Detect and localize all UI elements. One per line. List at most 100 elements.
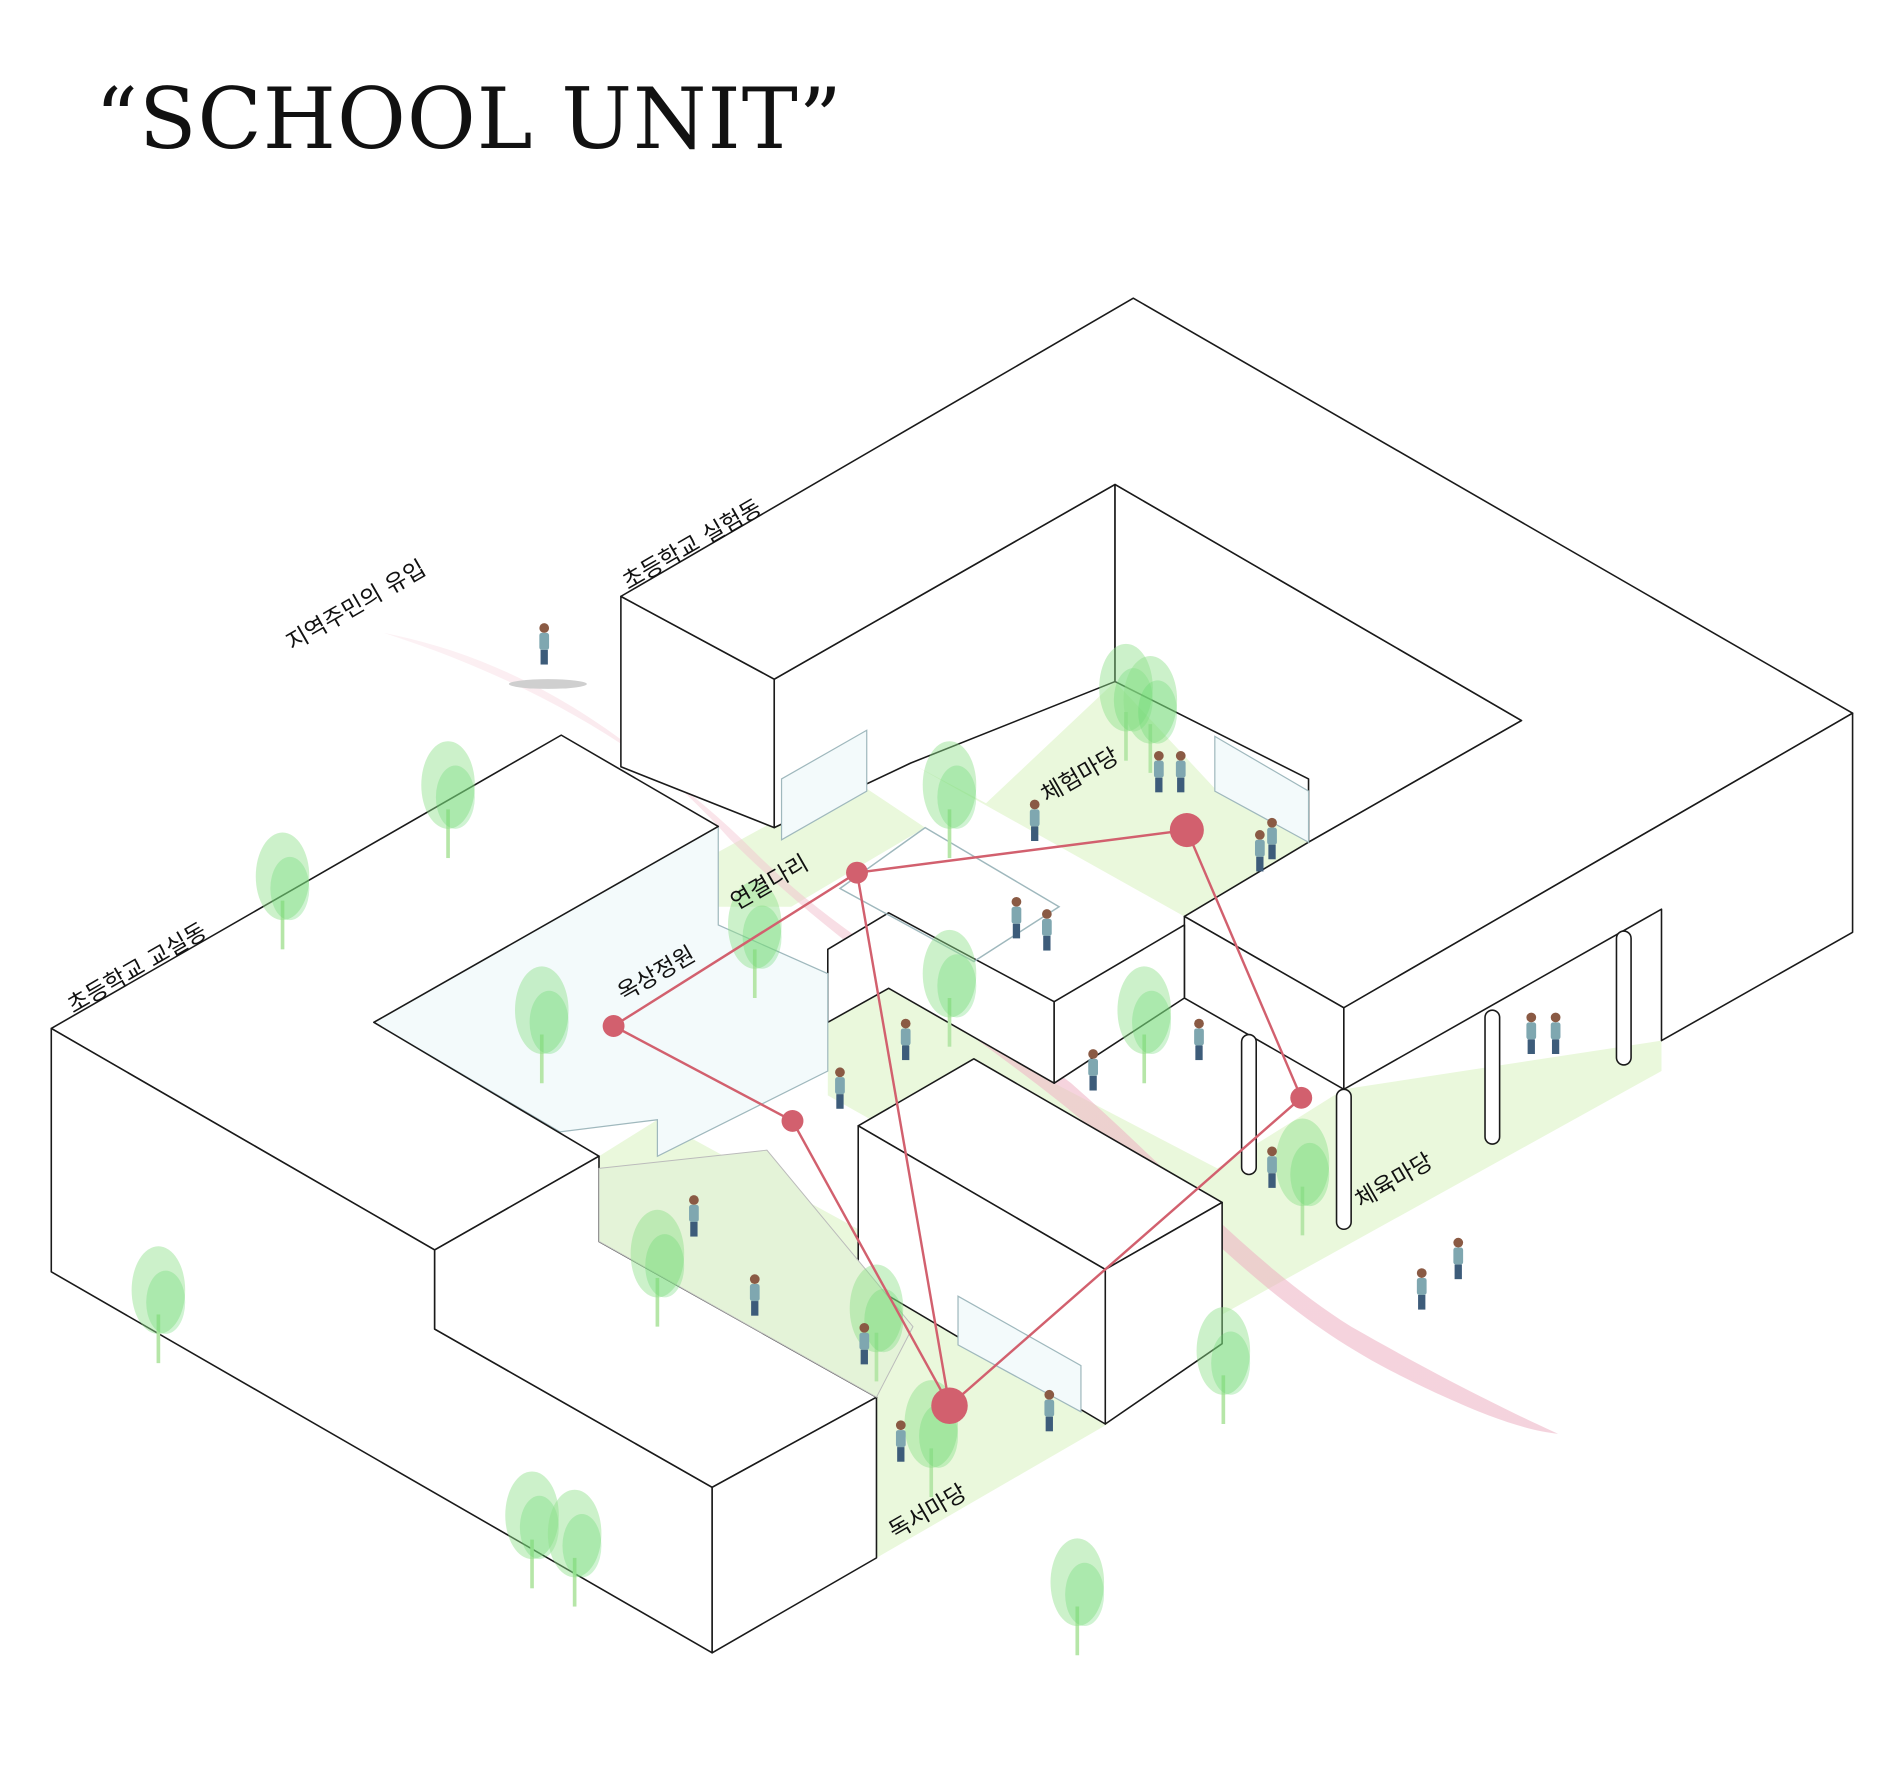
tree-icon xyxy=(255,832,310,950)
person-head xyxy=(1011,896,1022,907)
tree-canopy xyxy=(1132,990,1172,1055)
experience-yard-floor xyxy=(910,681,1309,917)
person-icon xyxy=(539,623,550,665)
tree-icon xyxy=(630,1209,685,1327)
person-legs xyxy=(1454,1264,1462,1280)
person-icon xyxy=(749,1274,760,1316)
tree-canopy xyxy=(742,905,782,969)
person-body xyxy=(1254,839,1265,857)
person-legs xyxy=(1418,1294,1426,1310)
person-legs xyxy=(1268,1173,1276,1188)
person-legs xyxy=(1045,1416,1053,1432)
person-icon xyxy=(859,1322,870,1365)
person-legs xyxy=(902,1045,910,1061)
person-legs xyxy=(836,1094,844,1109)
glass-facade xyxy=(372,825,829,1158)
person-icon xyxy=(1088,1049,1098,1091)
person-icon xyxy=(689,1195,699,1237)
tree-canopy xyxy=(1196,1307,1251,1395)
person-legs xyxy=(1089,1075,1097,1091)
pillar xyxy=(1335,1088,1352,1231)
network-link xyxy=(791,1120,951,1407)
person-icon xyxy=(1194,1018,1204,1061)
person-icon xyxy=(1267,1146,1277,1188)
tree-canopy xyxy=(529,990,569,1055)
network-link xyxy=(856,828,1187,874)
person-icon xyxy=(1175,750,1186,793)
page-title: “SCHOOL UNIT” xyxy=(95,70,843,168)
person-body xyxy=(1153,760,1164,778)
tree-canopy xyxy=(547,1489,602,1578)
tree-canopy xyxy=(1138,680,1178,744)
middle-block xyxy=(826,826,1223,1425)
tree-canopy xyxy=(270,856,310,921)
person-icon xyxy=(1041,909,1052,951)
tree-canopy xyxy=(131,1246,186,1334)
tree-canopy xyxy=(1099,643,1153,732)
tree-canopy xyxy=(922,741,977,829)
person-legs xyxy=(1195,1045,1203,1061)
tree-canopy xyxy=(645,1234,685,1298)
person-body xyxy=(1267,1156,1277,1174)
person-legs xyxy=(1551,1039,1560,1055)
tree-canopy xyxy=(937,765,977,829)
person-head xyxy=(1254,830,1265,840)
tree-icon xyxy=(514,966,569,1084)
person-head xyxy=(539,623,550,633)
network-link xyxy=(612,871,858,1028)
tree-icon xyxy=(1050,1538,1105,1656)
person-body xyxy=(749,1284,760,1302)
tree-icon xyxy=(1196,1307,1251,1424)
person-body xyxy=(1044,1399,1055,1417)
person-icon xyxy=(1044,1389,1055,1432)
person-icon xyxy=(1029,799,1040,842)
person-body xyxy=(1416,1277,1427,1295)
tree-canopy xyxy=(1065,1562,1105,1627)
network-link xyxy=(948,1096,1303,1407)
person-body xyxy=(835,1077,845,1095)
person-head xyxy=(1526,1012,1537,1023)
tree-canopy xyxy=(514,966,569,1055)
network-diagram xyxy=(602,813,1313,1424)
glass-door xyxy=(1214,735,1310,844)
person-body xyxy=(1267,827,1277,845)
tree-icon xyxy=(1117,966,1172,1084)
tree-canopy xyxy=(1117,966,1172,1055)
tree-icon xyxy=(1099,643,1153,761)
tree-canopy xyxy=(1211,1331,1251,1395)
person-head xyxy=(749,1274,760,1285)
person-icon xyxy=(1550,1012,1561,1055)
person-head xyxy=(1416,1268,1427,1278)
sports-yard-floor xyxy=(1222,1040,1662,1291)
person-head xyxy=(895,1420,906,1431)
person-body xyxy=(1194,1028,1204,1046)
tree-icon xyxy=(922,741,977,859)
person-head xyxy=(900,1018,911,1029)
person-head xyxy=(1550,1012,1561,1023)
person-icon xyxy=(1011,896,1022,939)
person-head xyxy=(1267,1146,1277,1157)
tree-canopy xyxy=(421,741,475,829)
tree-canopy xyxy=(937,954,977,1018)
tree-canopy xyxy=(630,1209,685,1298)
stepped-seating xyxy=(598,1149,914,1398)
person-body xyxy=(895,1430,906,1448)
glass-facade xyxy=(957,1295,1082,1413)
person-legs xyxy=(860,1349,868,1365)
tree-icon xyxy=(505,1471,559,1589)
person-icon xyxy=(1254,830,1265,872)
tree-canopy xyxy=(435,765,475,829)
tree-icon xyxy=(922,929,977,1047)
network-node xyxy=(1290,1086,1313,1109)
person-head xyxy=(689,1195,699,1205)
person-body xyxy=(1088,1058,1098,1076)
tree-canopy xyxy=(1050,1538,1105,1627)
person-legs xyxy=(1012,923,1021,939)
tree-canopy xyxy=(519,1495,559,1560)
network-node xyxy=(846,861,868,884)
person-head xyxy=(835,1067,845,1078)
person-body xyxy=(1029,809,1040,827)
classroom-building xyxy=(50,734,914,1654)
person-icon xyxy=(1526,1012,1537,1055)
